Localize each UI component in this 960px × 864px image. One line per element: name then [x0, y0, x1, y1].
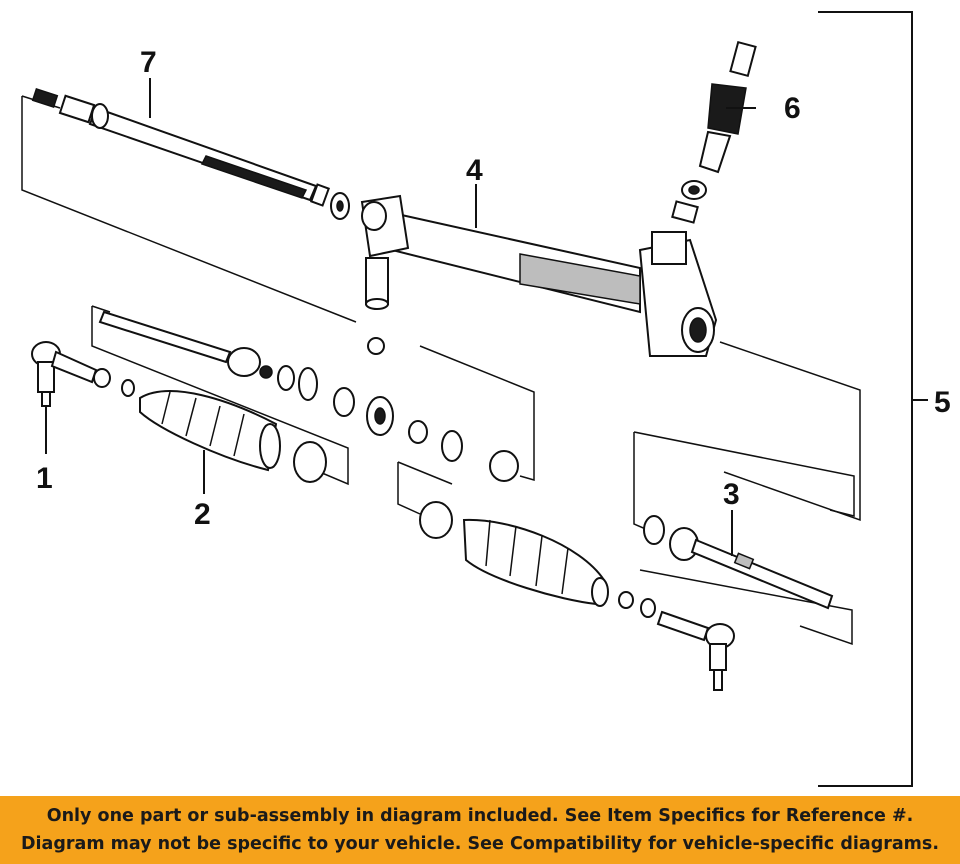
inner-tie-rod-group-outline	[633, 431, 855, 531]
callout-7: 7	[140, 46, 157, 79]
pinion-valve	[671, 40, 757, 224]
right-outer-tie-rod-end	[656, 610, 735, 691]
right-boot-group-outline	[397, 461, 853, 646]
callout-4: 4	[466, 154, 483, 187]
callout-1: 1	[36, 462, 53, 495]
steering-rack-exploded-diagram: 1 2 3 4 5 6 7	[21, 11, 951, 787]
left-inner-tie-rod	[98, 310, 519, 482]
rack-housing	[360, 194, 718, 357]
left-outer-tie-rod-end	[31, 341, 111, 407]
upper-group-outline	[21, 95, 861, 522]
left-boot	[121, 379, 327, 483]
callout-3: 3	[723, 478, 740, 511]
callout-5: 5	[934, 386, 951, 419]
right-boot	[419, 501, 656, 618]
assembly-bracket	[818, 11, 928, 787]
left-boot-group-outline	[91, 305, 535, 486]
callout-2: 2	[194, 498, 211, 531]
leader-lines	[45, 78, 756, 556]
callout-6: 6	[784, 92, 801, 125]
right-inner-tie-rod	[643, 515, 834, 610]
disclaimer-line-1: Only one part or sub-assembly in diagram…	[46, 806, 914, 826]
disclaimer-banner: Only one part or sub-assembly in diagram…	[0, 796, 960, 864]
disclaimer-line-2: Diagram may not be specific to your vehi…	[21, 834, 939, 854]
rack-shaft	[31, 87, 350, 220]
